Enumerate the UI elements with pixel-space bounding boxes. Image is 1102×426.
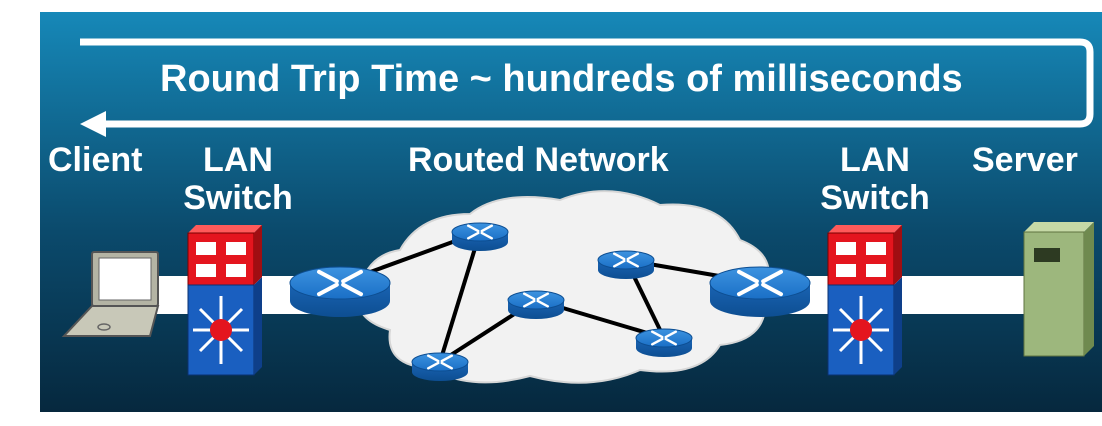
router-icon [289,266,391,317]
server-label: Server [972,141,1078,179]
laptop-icon [61,251,160,337]
rtt-label: Round Trip Time ~ hundreds of millisecon… [160,58,963,100]
lan-switch-left-label-line1: LAN [203,141,273,179]
lan-switch-right-label-line1: LAN [840,141,910,179]
rtt-arrow-icon [80,38,1094,137]
lan-switch-left-label: LAN Switch [168,141,308,217]
lan-switch-right-icon [827,225,902,376]
lan-switch-right-label-line2: Switch [820,179,930,217]
lan-switch-left-icon [187,225,262,376]
routed-network-label: Routed Network [408,141,669,179]
router-icon [451,222,509,251]
router-icon [709,266,811,317]
lan-switch-right-label: LAN Switch [800,141,950,217]
server-icon [1023,222,1094,357]
router-icon [507,290,565,319]
router-icon [597,250,655,279]
client-label: Client [48,141,143,179]
router-icon [411,352,469,381]
lan-switch-left-label-line2: Switch [183,179,293,217]
router-icon [635,328,693,357]
routers [289,222,811,381]
